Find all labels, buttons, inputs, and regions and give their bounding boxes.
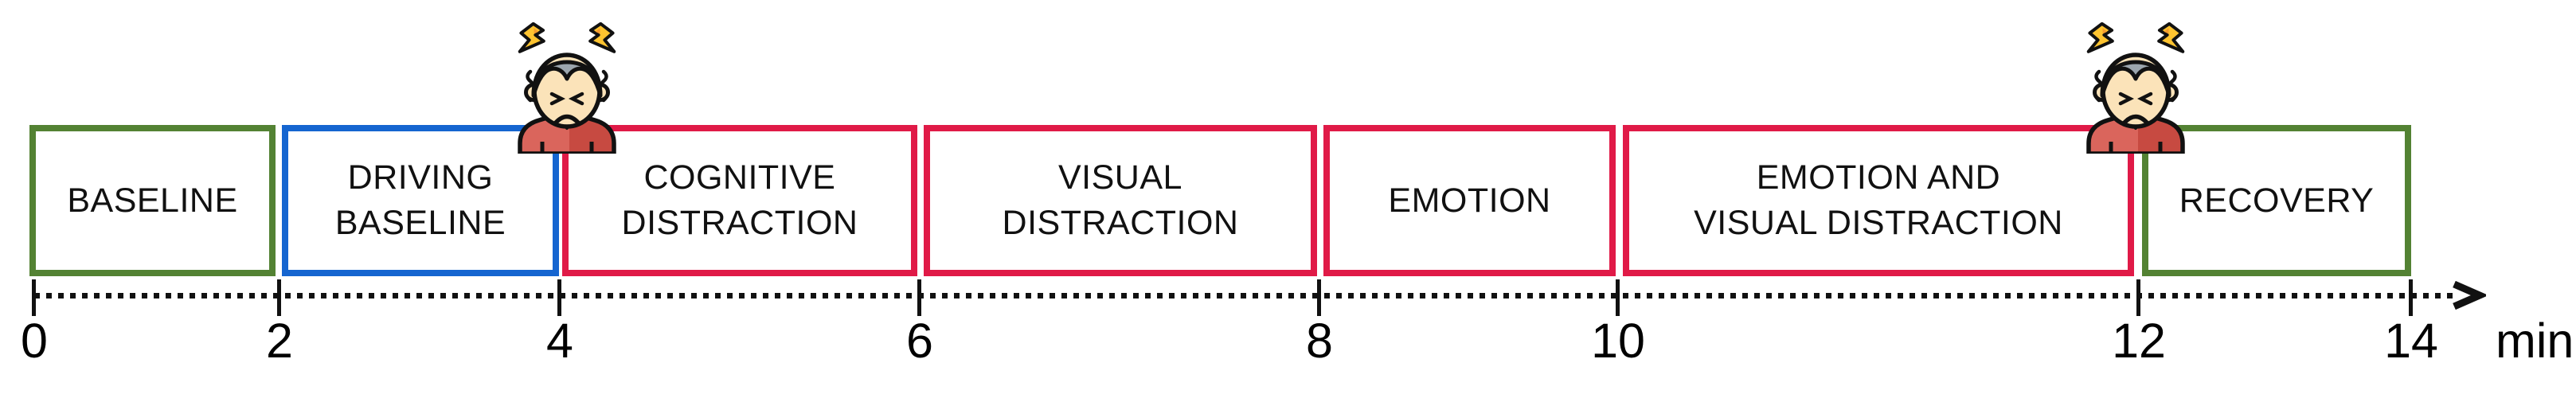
phase-label: VISUAL DISTRACTION [1002,158,1239,242]
axis-tick [1616,279,1620,316]
phase-box-cognitive-distraction: COGNITIVE DISTRACTION [562,125,917,276]
axis-tick-label: 14 [2384,314,2438,368]
phase-box-recovery: RECOVERY [2142,125,2411,276]
axis-tick [277,279,281,316]
axis-tick-label: 10 [1591,314,1645,368]
phase-label: EMOTION AND VISUAL DISTRACTION [1694,158,2063,242]
phase-box-visual-distraction: VISUAL DISTRACTION [924,125,1317,276]
axis-tick-label: 12 [2112,314,2166,368]
axis-tick-label: 6 [906,314,933,368]
axis-tick [917,279,921,316]
axis-dotted-line [34,293,2455,298]
stressed-person-icon [2076,22,2195,154]
phase-box-baseline: BASELINE [29,125,276,276]
stressed-person-icon [507,22,627,154]
axis-tick [2409,279,2413,316]
axis-tick [2136,279,2140,316]
axis-tick [557,279,561,316]
axis-tick [1317,279,1321,316]
phase-box-emotion-visual-distraction: EMOTION AND VISUAL DISTRACTION [1623,125,2134,276]
phase-label: BASELINE [67,181,238,220]
axis-arrow-icon [2453,281,2486,310]
axis-tick-label: 0 [21,314,48,368]
axis-unit-label: min [2496,314,2574,368]
axis-tick [32,279,36,316]
axis-tick-label: 4 [546,314,573,368]
phase-label: EMOTION [1388,181,1551,220]
axis-tick-label: 8 [1306,314,1333,368]
phase-label: RECOVERY [2179,181,2375,220]
phase-label: COGNITIVE DISTRACTION [621,158,858,242]
phase-box-driving-baseline: DRIVING BASELINE [282,125,559,276]
phase-box-emotion: EMOTION [1323,125,1616,276]
phase-label: DRIVING BASELINE [334,158,506,242]
axis-tick-label: 2 [266,314,293,368]
